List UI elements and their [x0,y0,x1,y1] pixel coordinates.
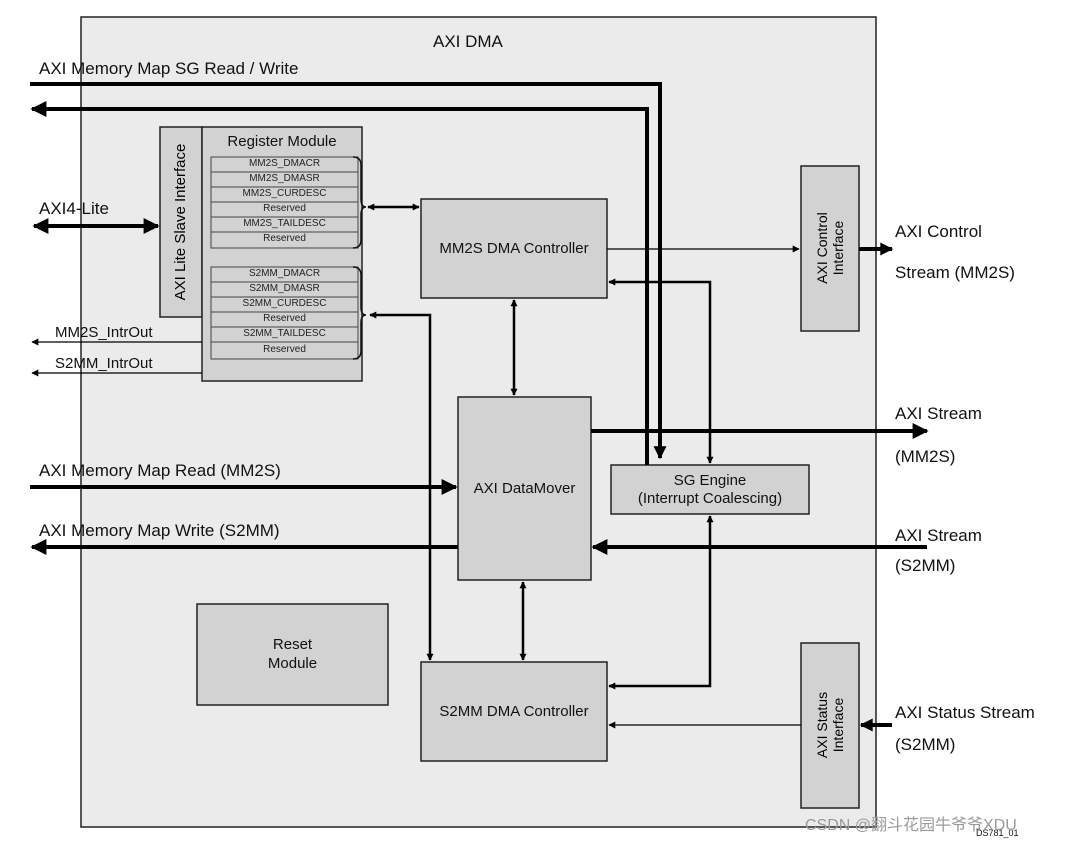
axi-status-interface-block [800,642,860,809]
axi-control-interface-line-2: Interface [830,220,846,276]
stream-mm2s-label-2: (MM2S) [895,447,956,466]
reset-module-block [196,603,389,706]
s2mm-register-row: S2MM_CURDESC [242,298,327,309]
csdn-watermark: CSDN @翻斗花园牛爷爷XDU [805,817,1017,834]
s2mm-register-table [210,266,359,360]
status-stream-label-1: AXI Status Stream [895,703,1035,722]
axi-control-interface-label: AXI Control Interface [814,212,846,284]
mm2s-register-row: Reserved [263,203,306,214]
axi-datamover-block [457,396,592,581]
s2mm-register-brace [352,266,367,360]
axi4-lite-label: AXI4-Lite [39,199,109,218]
s2mm-controller-to-sg-engine [608,515,714,690]
stream-mm2s-label-1: AXI Stream [895,404,982,423]
mm2s-register-brace [352,156,367,249]
stream-s2mm-label-1: AXI Stream [895,526,982,545]
s2mm-register-row: S2MM_DMACR [248,268,321,279]
mm2s-register-row: Reserved [263,233,306,244]
status-stream-label-2: (S2MM) [895,735,956,754]
sg-engine-block [610,464,810,515]
control-stream-label-1: AXI Control [895,222,982,241]
mm2s-register-row: MM2S_DMACR [248,158,321,169]
figure-id: DS781_01 [976,828,1019,838]
mm2s-register-row: MM2S_CURDESC [242,188,327,199]
s2mm-register-row: S2MM_DMASR [249,283,320,294]
sg-read-write-label: AXI Memory Map SG Read / Write [39,59,299,78]
s2mm-register-row: Reserved [263,313,306,324]
mm2s-introut-label: MM2S_IntrOut [55,324,153,341]
mm2s-dma-controller-block [420,198,608,299]
mm2s-register-row: MM2S_TAILDESC [243,218,326,229]
control-stream-label-2: Stream (MM2S) [895,263,1015,282]
mm-read-label: AXI Memory Map Read (MM2S) [39,461,281,480]
stream-s2mm-label-2: (S2MM) [895,556,956,575]
s2mm-dma-controller-label: S2MM DMA Controller [439,703,589,720]
s2mm-register-row: S2MM_TAILDESC [243,328,326,339]
axi-control-interface-line-1: AXI Control [814,212,830,284]
sg-engine-label-1: SG Engine [673,472,747,489]
mm2s-register-row: MM2S_DMASR [249,173,320,184]
reset-module-label-2: Module [267,655,318,672]
register-module-block [201,126,363,382]
register-module-label: Register Module [227,133,337,150]
axi-status-interface-label: AXI Status Interface [814,692,846,758]
mm2s-controller-to-sg-engine [608,278,714,464]
axi-status-interface-line-2: Interface [830,697,846,753]
s2mm-reg-to-controller [369,311,434,661]
s2mm-introut-label: S2MM_IntrOut [55,355,153,372]
mm2s-dma-controller-label: MM2S DMA Controller [439,240,589,257]
axi-lite-slave-interface-label: AXI Lite Slave Interface [172,143,189,301]
reset-module-label-1: Reset [272,636,313,653]
s2mm-register-row: Reserved [263,344,306,355]
mm-write-label: AXI Memory Map Write (S2MM) [39,521,280,540]
axi-datamover-label: AXI DataMover [473,480,576,497]
mm2s-register-table [210,156,359,249]
axi-control-interface-block [800,165,860,332]
axi-status-interface-line-1: AXI Status [814,691,830,759]
s2mm-dma-controller-block [420,661,608,762]
diagram-title: AXI DMA [433,32,503,51]
axi-lite-slave-interface-block [159,126,203,318]
sg-engine-label-2: (Interrupt Coalescing) [637,490,783,507]
